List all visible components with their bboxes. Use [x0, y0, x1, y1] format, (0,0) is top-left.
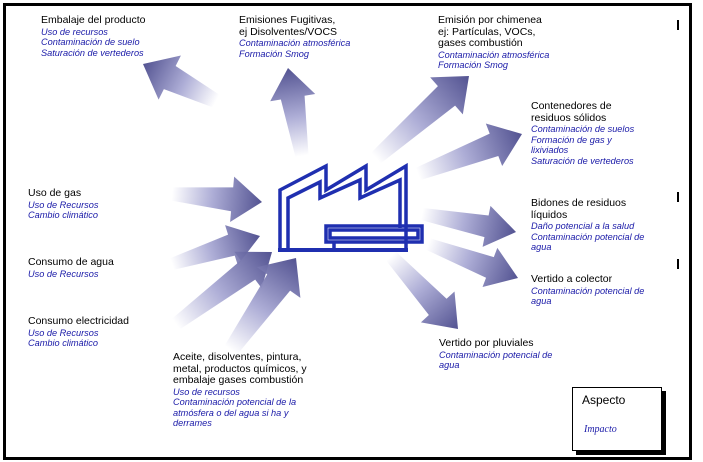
impact-text: Saturación de vertederos: [41, 47, 144, 58]
arrow-agua: [170, 225, 261, 270]
arrow-emisiones: [270, 67, 316, 158]
legend-aspect-label: Aspecto: [582, 393, 626, 407]
aspect-title: Bidones de residuos: [531, 197, 627, 209]
impact-text: lixiviados: [531, 145, 569, 155]
arrow-pluviales: [386, 251, 458, 329]
impact-text: Saturación de vertederos: [531, 155, 634, 166]
margin-tick: [677, 20, 679, 30]
aspect-title: gases combustión: [438, 37, 523, 49]
aspect-title: Vertido a colector: [531, 273, 613, 285]
impact-text: Contaminación atmosférica: [239, 38, 351, 48]
legend-box: Aspecto Impacto: [572, 387, 662, 451]
arrow-contenedores: [415, 123, 522, 181]
impact-text: Contaminación potencial de: [531, 285, 645, 296]
margin-tick: [677, 259, 679, 269]
margin-tick: [677, 192, 679, 202]
factory-icon: [278, 162, 424, 252]
arrow-embalaje: [143, 55, 220, 108]
arrow-gas: [171, 176, 263, 223]
aspect-title: metal, productos químicos, y: [173, 362, 307, 375]
impact-text: Uso de Recursos: [28, 199, 99, 210]
arrow-aceite: [224, 258, 301, 355]
aspect-title: Emisiones Fugitivas,: [239, 14, 336, 26]
aspect-title: Uso de gas: [28, 187, 82, 199]
impact-text: derrames: [173, 418, 212, 428]
aspect-aceite: Aceite, disolventes, pintura,metal, prod…: [173, 351, 307, 429]
impact-text: Cambio climático: [28, 210, 98, 220]
arrow-bidones: [420, 205, 517, 247]
aspect-title: líquidos: [531, 208, 568, 221]
aspect-title: Contenedores de: [531, 100, 612, 112]
impact-text: Uso de recursos: [173, 386, 240, 397]
impact-text: Contaminación de suelo: [41, 37, 140, 47]
aspect-title: ej: Partículas, VOCs,: [438, 25, 536, 38]
impact-text: Formación Smog: [438, 60, 508, 70]
impact-text: agua: [439, 360, 460, 370]
aspect-title: Consumo de agua: [28, 256, 114, 268]
impact-text: Daño potencial a la salud: [531, 221, 635, 231]
impact-text: Uso de recursos: [41, 26, 108, 37]
arrows-layer: [143, 55, 522, 355]
impact-text: atmósfera o del agua si ha y: [173, 407, 289, 418]
impact-text: Contaminación potencial de: [439, 349, 553, 360]
aspect-title: Embalaje del producto: [41, 14, 146, 26]
aspect-title: Emisión por chimenea: [438, 14, 542, 26]
impact-text: Contaminación atmosférica: [438, 49, 550, 60]
legend-impact-label: Impacto: [584, 424, 617, 435]
impact-text: Contaminación de suelos: [531, 124, 635, 134]
impact-text: agua: [531, 242, 552, 252]
impact-text: Uso de Recursos: [28, 327, 99, 338]
arrow-electricidad: [172, 251, 273, 330]
impact-text: Uso de Recursos: [28, 268, 99, 279]
aspect-title: residuos sólidos: [531, 111, 607, 124]
arrow-colector: [425, 238, 518, 287]
impact-text: Formación Smog: [239, 48, 309, 59]
impact-text: Contaminación potencial de: [531, 231, 645, 242]
aspect-title: Consumo electricidad: [28, 315, 129, 327]
impact-text: Contaminación potencial de la: [173, 397, 297, 407]
aspect-title: Vertido por pluviales: [439, 337, 534, 349]
impact-text: Cambio climático: [28, 338, 98, 348]
impact-text: Formación de gas y: [531, 134, 612, 145]
arrow-chimenea: [371, 75, 470, 164]
aspect-title: embalaje gases combustión: [173, 374, 304, 386]
impact-text: agua: [531, 296, 552, 306]
aspect-title: Aceite, disolventes, pintura,: [173, 351, 302, 363]
aspect-title: ej Disolventes/VOCS: [239, 25, 338, 38]
